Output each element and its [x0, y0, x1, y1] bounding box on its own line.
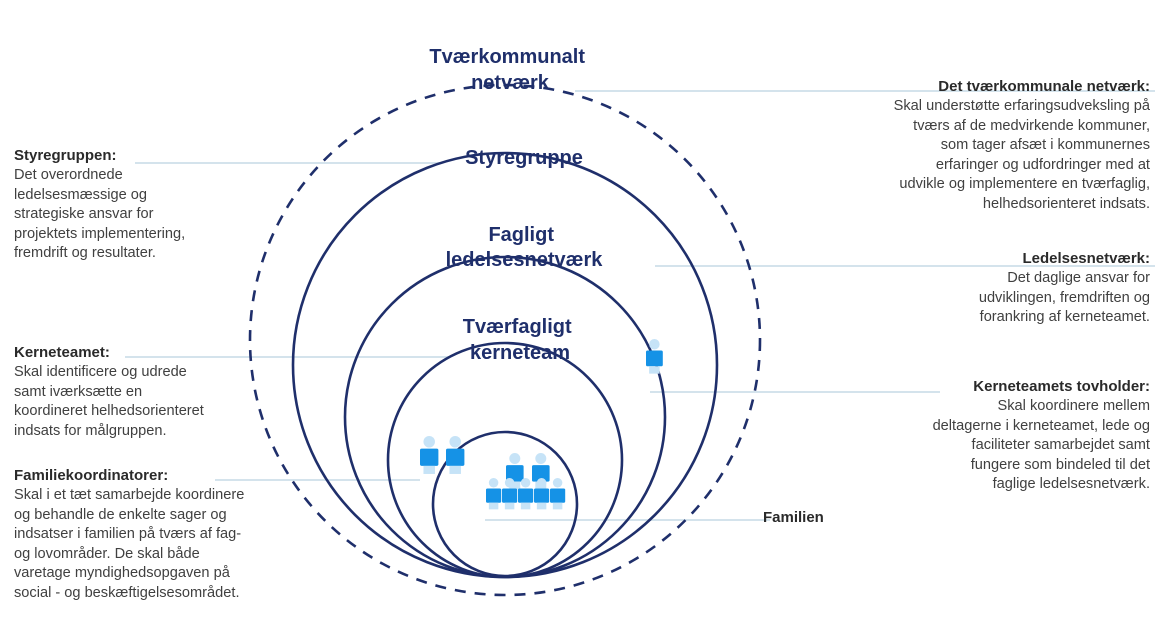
ring-label-line: kerneteam	[470, 342, 570, 364]
familiekoordinator-person-icon	[446, 436, 465, 474]
familiekoordinator-person-icon	[420, 436, 439, 474]
ring-label-kerneteam: Tværfagligt kerneteam	[463, 316, 577, 364]
ring-fagligt-ledelsesnetvaerk	[343, 255, 667, 579]
family-member-icon	[534, 478, 550, 510]
tovholder-description: Skal koordinere mellem deltagerne i kern…	[932, 398, 1150, 492]
ring-label-line: netværk	[471, 72, 550, 94]
kerneteamet-description: Skal identificere og udrede samt iværksæ…	[14, 364, 204, 439]
familiekoordinatorer-description: Skal i et tæt samarbejde koordinere og b…	[14, 487, 245, 601]
guide-lines	[125, 90, 1155, 521]
styregruppen-description: Det overordnede ledelsesmæssige og strat…	[14, 167, 186, 261]
people-icons	[420, 339, 663, 510]
kerneteam-person-icon	[506, 453, 524, 490]
kerneteamet-title: Kerneteamet:	[14, 344, 110, 361]
ledelsesnetvaerk-title: Ledelsesnetværk:	[1022, 250, 1150, 267]
familiekoordinatorer-title: Familiekoordinatorer:	[14, 467, 169, 484]
family-member-icon	[486, 478, 502, 510]
ring-label-styregruppe: Styregruppe	[465, 147, 583, 169]
ring-tvaerkommunalt-netvaerk	[248, 83, 762, 597]
ring-label-line: Tværfagligt	[463, 316, 572, 338]
styregruppen-title: Styregruppen:	[14, 147, 117, 164]
ring-label-line: Tværkommunalt	[429, 46, 585, 68]
familien-title: Familien	[763, 509, 824, 526]
tvaerkommunale-title: Det tværkommunale netværk:	[938, 78, 1150, 95]
tovholder-person-icon	[646, 339, 663, 374]
ring-label-line: Fagligt	[488, 224, 554, 246]
ring-label-tvaerkommunalt: Tværkommunalt netværk	[429, 46, 590, 94]
ring-label-ledelse: Fagligt ledelsesnetværk	[446, 224, 604, 271]
family-member-icon	[550, 478, 566, 510]
family-member-icon	[518, 478, 534, 510]
ring-label-line: Styregruppe	[465, 147, 583, 169]
ledelsesnetvaerk-description: Det daglige ansvar for udviklingen, frem…	[978, 270, 1150, 325]
ring-familien	[431, 430, 579, 578]
family-member-icon	[502, 478, 518, 510]
tovholder-title: Kerneteamets tovholder:	[973, 378, 1150, 395]
tvaerkommunale-description: Skal understøtte erfaringsudveksling på …	[893, 98, 1150, 212]
ring-label-line: ledelsesnetværk	[446, 249, 604, 271]
